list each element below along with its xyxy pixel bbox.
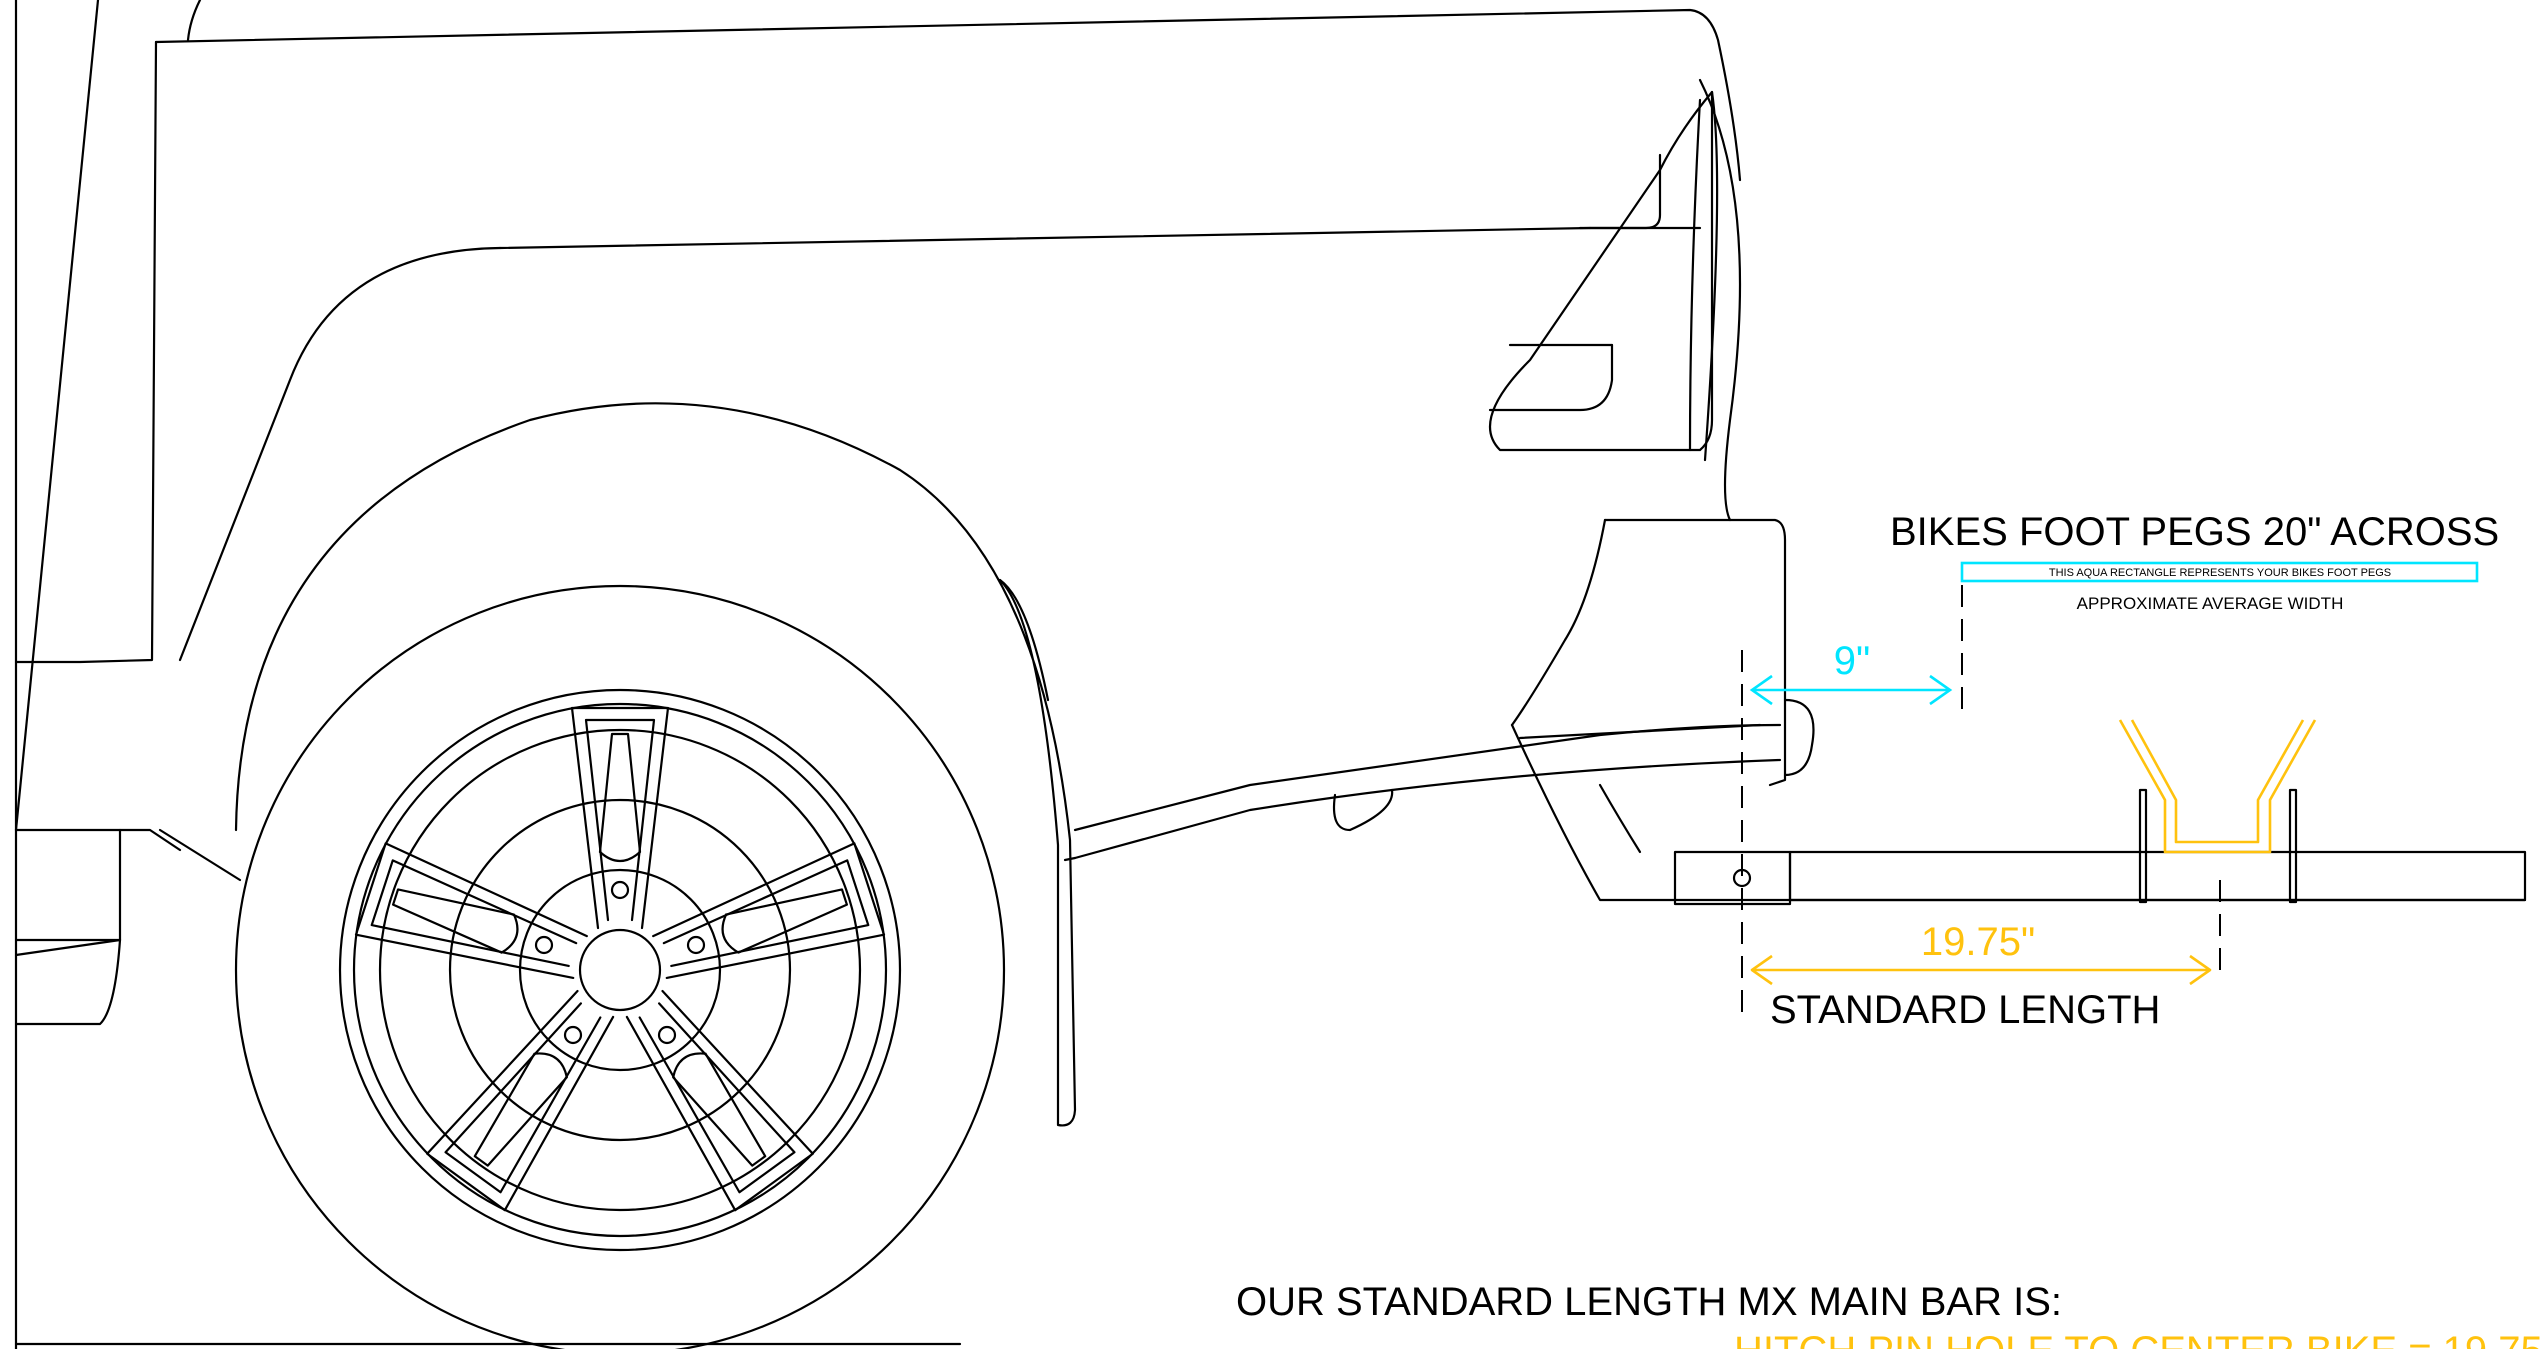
main-bar-heading: OUR STANDARD LENGTH MX MAIN BAR IS: (1236, 1280, 2062, 1324)
wheel-arch (234, 402, 1077, 1127)
hitch-pin-note: HITCH PIN HOLE TO CENTER BIKE = 19.75" (1734, 1329, 2541, 1349)
wheel-spoke (570, 706, 670, 930)
wheel-spoke (354, 842, 588, 980)
rear-bumper (1510, 518, 1815, 787)
dimension-19-75in (1750, 880, 2221, 986)
wheel-spoke (625, 989, 814, 1212)
hitch-bar (1673, 850, 2527, 906)
truck-body (14, 0, 2527, 1349)
approximate-width-note: APPROXIMATE AVERAGE WIDTH (2077, 594, 2344, 613)
wheel-spoke (652, 842, 886, 980)
wheel-spoke (426, 989, 615, 1212)
wheel-spokes (354, 706, 886, 1212)
standard-length-label: STANDARD LENGTH (1770, 988, 2160, 1032)
wheel-cradle (2118, 719, 2317, 904)
lug-nuts (534, 880, 706, 1045)
foot-pegs-rectangle (1960, 561, 2479, 583)
aqua-rectangle-note: THIS AQUA RECTANGLE REPRESENTS YOUR BIKE… (2049, 567, 2391, 579)
clearance-dimension: 9" (1834, 639, 1870, 683)
hitch-dimension: 19.75" (1921, 920, 2035, 964)
tail-light (1488, 90, 1719, 462)
dimension-9in (1741, 585, 1963, 1015)
foot-pegs-title: BIKES FOOT PEGS 20" ACROSS (1890, 510, 2499, 554)
wheel (235, 585, 1005, 1349)
